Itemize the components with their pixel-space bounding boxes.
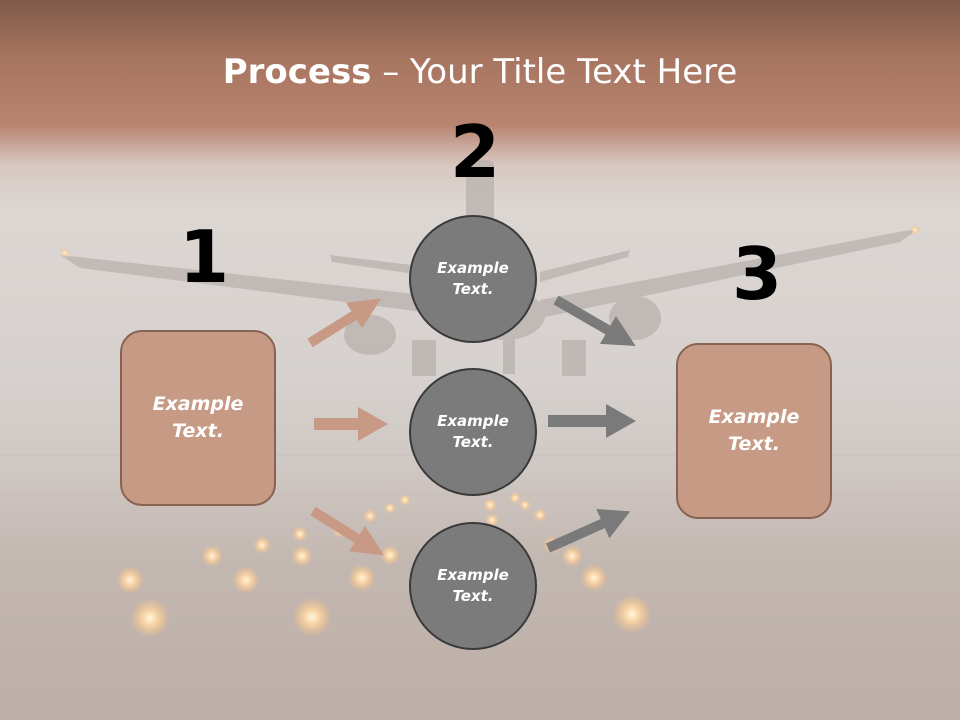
step-3-text: Example Text.	[708, 406, 800, 455]
step-1-box: Example Text.	[120, 330, 276, 506]
step-2-circle-middle: Example Text.	[409, 368, 537, 496]
arrow-right-middle	[548, 404, 636, 438]
circle-middle-text: Example Text.	[437, 412, 509, 451]
step-1-text: Example Text.	[152, 393, 244, 442]
arrow-left-down	[310, 506, 385, 556]
step-number-3: 3	[732, 232, 783, 316]
slide-title: Process – Your Title Text Here	[0, 52, 960, 92]
arrow-left-middle	[314, 407, 388, 441]
step-number-1: 1	[179, 215, 230, 299]
runway-lights	[60, 225, 920, 638]
circle-bottom-text: Example Text.	[437, 566, 509, 605]
step-2-circle-bottom: Example Text.	[409, 522, 537, 650]
arrow-right-down	[545, 508, 631, 553]
title-bold: Process	[222, 52, 372, 92]
step-3-box: Example Text.	[676, 343, 832, 519]
circle-top-text: Example Text.	[437, 259, 509, 298]
step-2-circle-top: Example Text.	[409, 215, 537, 343]
title-rest: – Your Title Text Here	[371, 52, 738, 92]
arrow-left-up	[307, 298, 382, 348]
arrow-right-up	[553, 295, 636, 346]
step-number-2: 2	[450, 110, 501, 194]
